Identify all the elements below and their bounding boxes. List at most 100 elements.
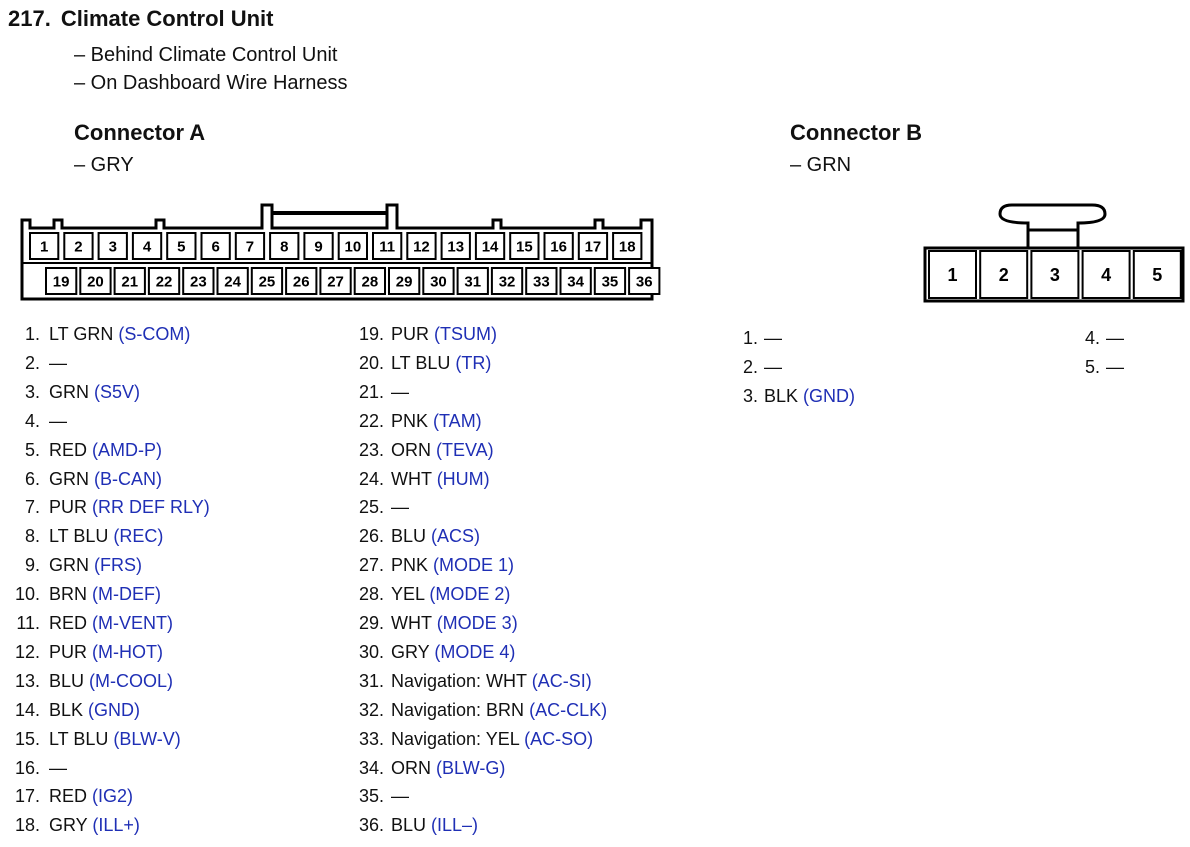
signal-name: (M-HOT) bbox=[92, 641, 164, 662]
wire-color: PUR bbox=[49, 641, 88, 662]
wire-color: — bbox=[1106, 328, 1124, 348]
pin-description: BRN (M-DEF) bbox=[49, 584, 161, 605]
pin-number: 18. bbox=[14, 815, 40, 836]
wire-color: GRN bbox=[49, 381, 89, 402]
connector-a-cell-13-label: 13 bbox=[447, 238, 464, 255]
signal-name: (MODE 1) bbox=[433, 555, 515, 576]
signal-name: (TAM) bbox=[433, 410, 482, 431]
signal-name: (AC-SI) bbox=[531, 670, 592, 691]
connector-a-cell-11-label: 11 bbox=[379, 238, 395, 255]
pin-description: GRN (B-CAN) bbox=[49, 469, 162, 490]
connector-a-cell-26-label: 26 bbox=[293, 273, 310, 290]
wire-color: Navigation: YEL bbox=[391, 728, 520, 749]
pin-description: LT BLU (TR) bbox=[391, 353, 491, 374]
wire-color: BRN bbox=[49, 584, 88, 605]
pin-description: RED (AMD-P) bbox=[49, 440, 162, 461]
connector-a-cell-26: 26 bbox=[285, 267, 318, 295]
signal-name: (BLW-V) bbox=[113, 728, 181, 749]
connector-a-cell-25-label: 25 bbox=[259, 273, 276, 290]
wire-color: RED bbox=[49, 439, 88, 460]
connector-a-cell-34-label: 34 bbox=[567, 273, 584, 290]
connector-a-cell-17: 17 bbox=[577, 232, 609, 260]
pin-description: RED (M-VENT) bbox=[49, 613, 173, 634]
pin-number: 21. bbox=[358, 381, 384, 402]
connector-a-cell-1: 1 bbox=[29, 232, 60, 260]
connector-a-cell-19-label: 19 bbox=[53, 273, 70, 290]
connector-a-cell-1-label: 1 bbox=[40, 238, 48, 255]
pin-description: ORN (BLW-G) bbox=[391, 758, 505, 779]
pin-number: 36. bbox=[358, 815, 384, 836]
pin-description: — bbox=[764, 328, 782, 349]
connector-a-cell-9: 9 bbox=[303, 232, 334, 260]
pin-description: WHT (MODE 3) bbox=[391, 613, 518, 634]
signal-name: (MODE 2) bbox=[429, 584, 511, 605]
pin-description: — bbox=[49, 411, 67, 432]
wire-color: LT BLU bbox=[49, 526, 109, 547]
signal-name: (MODE 4) bbox=[434, 641, 516, 662]
pin-number: 25. bbox=[358, 497, 384, 518]
pin-number: 20. bbox=[358, 352, 384, 373]
connector-a-cell-29: 29 bbox=[388, 267, 421, 295]
connector-b-cell-3-label: 3 bbox=[1050, 265, 1060, 285]
connector-a-cell-21-label: 21 bbox=[121, 273, 138, 290]
connector-a-cell-30: 30 bbox=[422, 267, 455, 295]
connector-a-cell-31-label: 31 bbox=[464, 273, 481, 290]
connector-a-cell-36: 36 bbox=[628, 267, 661, 295]
connector-a-cell-5-label: 5 bbox=[177, 238, 185, 255]
connector-a-cell-8: 8 bbox=[269, 232, 300, 260]
connector-a-cell-6-label: 6 bbox=[211, 238, 219, 255]
wire-color: — bbox=[764, 328, 782, 348]
connector-a-cell-19: 19 bbox=[45, 267, 78, 295]
connector-b-cell-4-label: 4 bbox=[1101, 265, 1111, 285]
pin-description: — bbox=[391, 497, 409, 518]
pin-number: 4. bbox=[24, 410, 40, 431]
pin-number: 31. bbox=[358, 670, 384, 691]
wire-color: BLK bbox=[764, 385, 799, 406]
pin-number: 13. bbox=[14, 670, 40, 691]
connector-b-cell-2: 2 bbox=[979, 250, 1029, 299]
connector-a-cell-31: 31 bbox=[456, 267, 489, 295]
wire-color: Navigation: BRN bbox=[391, 699, 525, 720]
connector-a-cell-2-label: 2 bbox=[74, 238, 82, 255]
pin-description: PUR (M-HOT) bbox=[49, 642, 163, 663]
pin-number: 35. bbox=[358, 786, 384, 807]
connector-a-cell-13: 13 bbox=[440, 232, 471, 260]
signal-name: (S-COM) bbox=[118, 324, 191, 344]
connector-b-cell-1: 1 bbox=[928, 250, 977, 299]
pin-number: 17. bbox=[14, 786, 40, 807]
pin-number: 23. bbox=[358, 439, 384, 460]
connector-a-cell-23-label: 23 bbox=[190, 273, 207, 290]
connector-a-cell-12: 12 bbox=[406, 232, 437, 260]
wire-color: BLU bbox=[49, 670, 85, 691]
signal-name: (HUM) bbox=[436, 468, 490, 489]
connector-b-cell-5-label: 5 bbox=[1152, 265, 1162, 285]
connector-a-cell-28: 28 bbox=[353, 267, 387, 295]
connector-a-cell-33-label: 33 bbox=[533, 273, 550, 290]
wire-color: GRY bbox=[49, 815, 88, 836]
pin-number: 8. bbox=[24, 526, 40, 547]
pin-number: 5. bbox=[24, 439, 40, 460]
connector-a-cell-24: 24 bbox=[216, 267, 249, 295]
pin-number: 33. bbox=[358, 728, 384, 749]
pin-number: 24. bbox=[358, 468, 384, 489]
pin-description: GRY (ILL+) bbox=[49, 815, 140, 836]
connector-b-color: – GRN bbox=[790, 154, 852, 176]
connector-a-cell-35: 35 bbox=[593, 267, 627, 295]
section-number: 217. bbox=[8, 6, 51, 31]
location-line-2: – On Dashboard Wire Harness bbox=[74, 72, 348, 94]
signal-name: (B-CAN) bbox=[94, 468, 163, 489]
connector-a-cell-27: 27 bbox=[319, 267, 352, 295]
connector-a-title: Connector A bbox=[74, 120, 206, 145]
pin-number: 28. bbox=[358, 584, 384, 605]
connector-a-cell-4-label: 4 bbox=[143, 238, 152, 255]
connector-a-cell-22-label: 22 bbox=[156, 273, 173, 290]
wire-color: — bbox=[764, 356, 782, 377]
signal-name: (S5V) bbox=[94, 381, 141, 402]
connector-b-cell-4: 4 bbox=[1081, 250, 1131, 299]
signal-name: (ACS) bbox=[431, 526, 481, 547]
connector-a-color: – GRY bbox=[74, 154, 134, 176]
pin-description: BLK (GND) bbox=[764, 386, 855, 407]
connector-b-cell-5: 5 bbox=[1132, 250, 1182, 299]
wire-color: WHT bbox=[391, 468, 432, 489]
pin-description: — bbox=[1106, 328, 1124, 349]
